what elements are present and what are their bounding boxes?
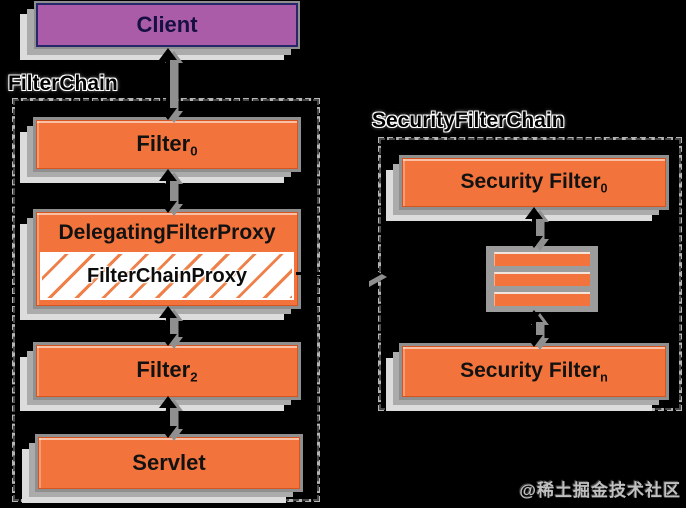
security-filtern-box: Security Filtern — [402, 346, 666, 397]
ellipsis-bar — [494, 292, 590, 306]
delegating-filter-proxy-box: DelegatingFilterProxy FilterChainProxy — [36, 212, 298, 306]
filterchain-title: FilterChain — [8, 72, 118, 95]
security-filtern-label: Security Filtern — [460, 358, 608, 385]
servlet-box: Servlet — [38, 437, 300, 489]
ellipsis-bar — [494, 252, 590, 266]
security-filter0-label: Security Filter0 — [460, 169, 608, 196]
filter0-box: Filter0 — [36, 120, 298, 169]
filter2-box: Filter2 — [36, 345, 298, 397]
arrow-securityfilter0-bars-icon — [525, 207, 549, 251]
arrow-bars-securityfiltern-icon — [525, 310, 549, 350]
filter0-subscript: 0 — [190, 143, 198, 159]
ellipsis-bars-panel — [486, 246, 598, 312]
filter-chain-proxy-box: FilterChainProxy — [40, 252, 294, 300]
client-label: Client — [136, 12, 198, 37]
servlet-label: Servlet — [132, 450, 206, 475]
delegating-filter-proxy-label: DelegatingFilterProxy — [58, 220, 276, 244]
security-filter0-box: Security Filter0 — [402, 158, 666, 207]
security-filtern-subscript: n — [600, 370, 608, 385]
watermark: @稀土掘金技术社区 — [519, 481, 681, 500]
arrow-client-filter0-icon — [159, 48, 183, 123]
ellipsis-bar — [494, 272, 590, 286]
filter0-label: Filter0 — [136, 130, 198, 159]
filterchainproxy-to-securityfilterchain-arrow-icon — [296, 264, 387, 287]
filter2-subscript: 2 — [190, 369, 198, 385]
arrow-delegatingfilterproxy-filter2-icon — [159, 306, 183, 349]
client-box: Client — [36, 3, 298, 47]
arrow-filter0-delegatingfilterproxy-icon — [159, 169, 183, 216]
filter2-label: Filter2 — [136, 357, 198, 385]
arrow-filter2-servlet-icon — [159, 396, 183, 441]
filter-chain-proxy-label: FilterChainProxy — [86, 264, 248, 287]
securityfilterchain-title: SecurityFilterChain — [372, 109, 565, 132]
security-filter0-subscript: 0 — [600, 181, 608, 196]
